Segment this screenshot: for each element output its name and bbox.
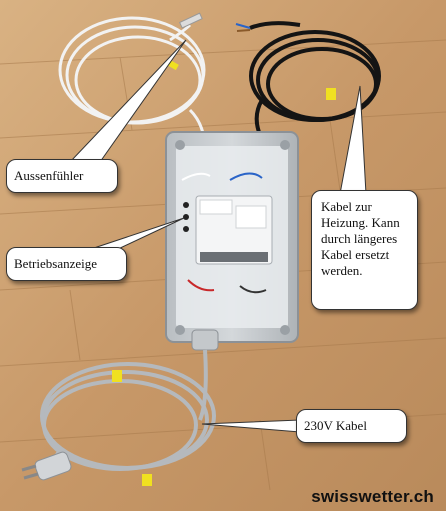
grey-cable-tie-upper: [112, 370, 122, 382]
callout-aussenfuehler: Aussenfühler: [6, 159, 118, 193]
grey-cable-tie-lower: [142, 474, 152, 486]
cable-wire-ends: [235, 23, 251, 32]
terminal-wiring: [181, 172, 267, 294]
callout-230v-kabel: 230V Kabel: [296, 409, 407, 443]
watermark: swisswetter.ch: [311, 487, 434, 506]
status-leds: [183, 202, 189, 232]
black-heating-cable: [249, 21, 381, 147]
white-sensor-cable: [58, 16, 207, 151]
black-cable-tie: [326, 88, 336, 100]
controller-module: [195, 195, 273, 265]
power-plug: [21, 451, 72, 481]
sensor-probe: [179, 12, 203, 29]
grey-power-cable: [40, 349, 216, 471]
callout-betriebsanzeige: Betriebsanzeige: [6, 247, 127, 281]
callout-kabel-zur-heizung: Kabel zur Heizung. Kann durch längeres K…: [311, 190, 418, 310]
cable-gland: [191, 329, 219, 351]
